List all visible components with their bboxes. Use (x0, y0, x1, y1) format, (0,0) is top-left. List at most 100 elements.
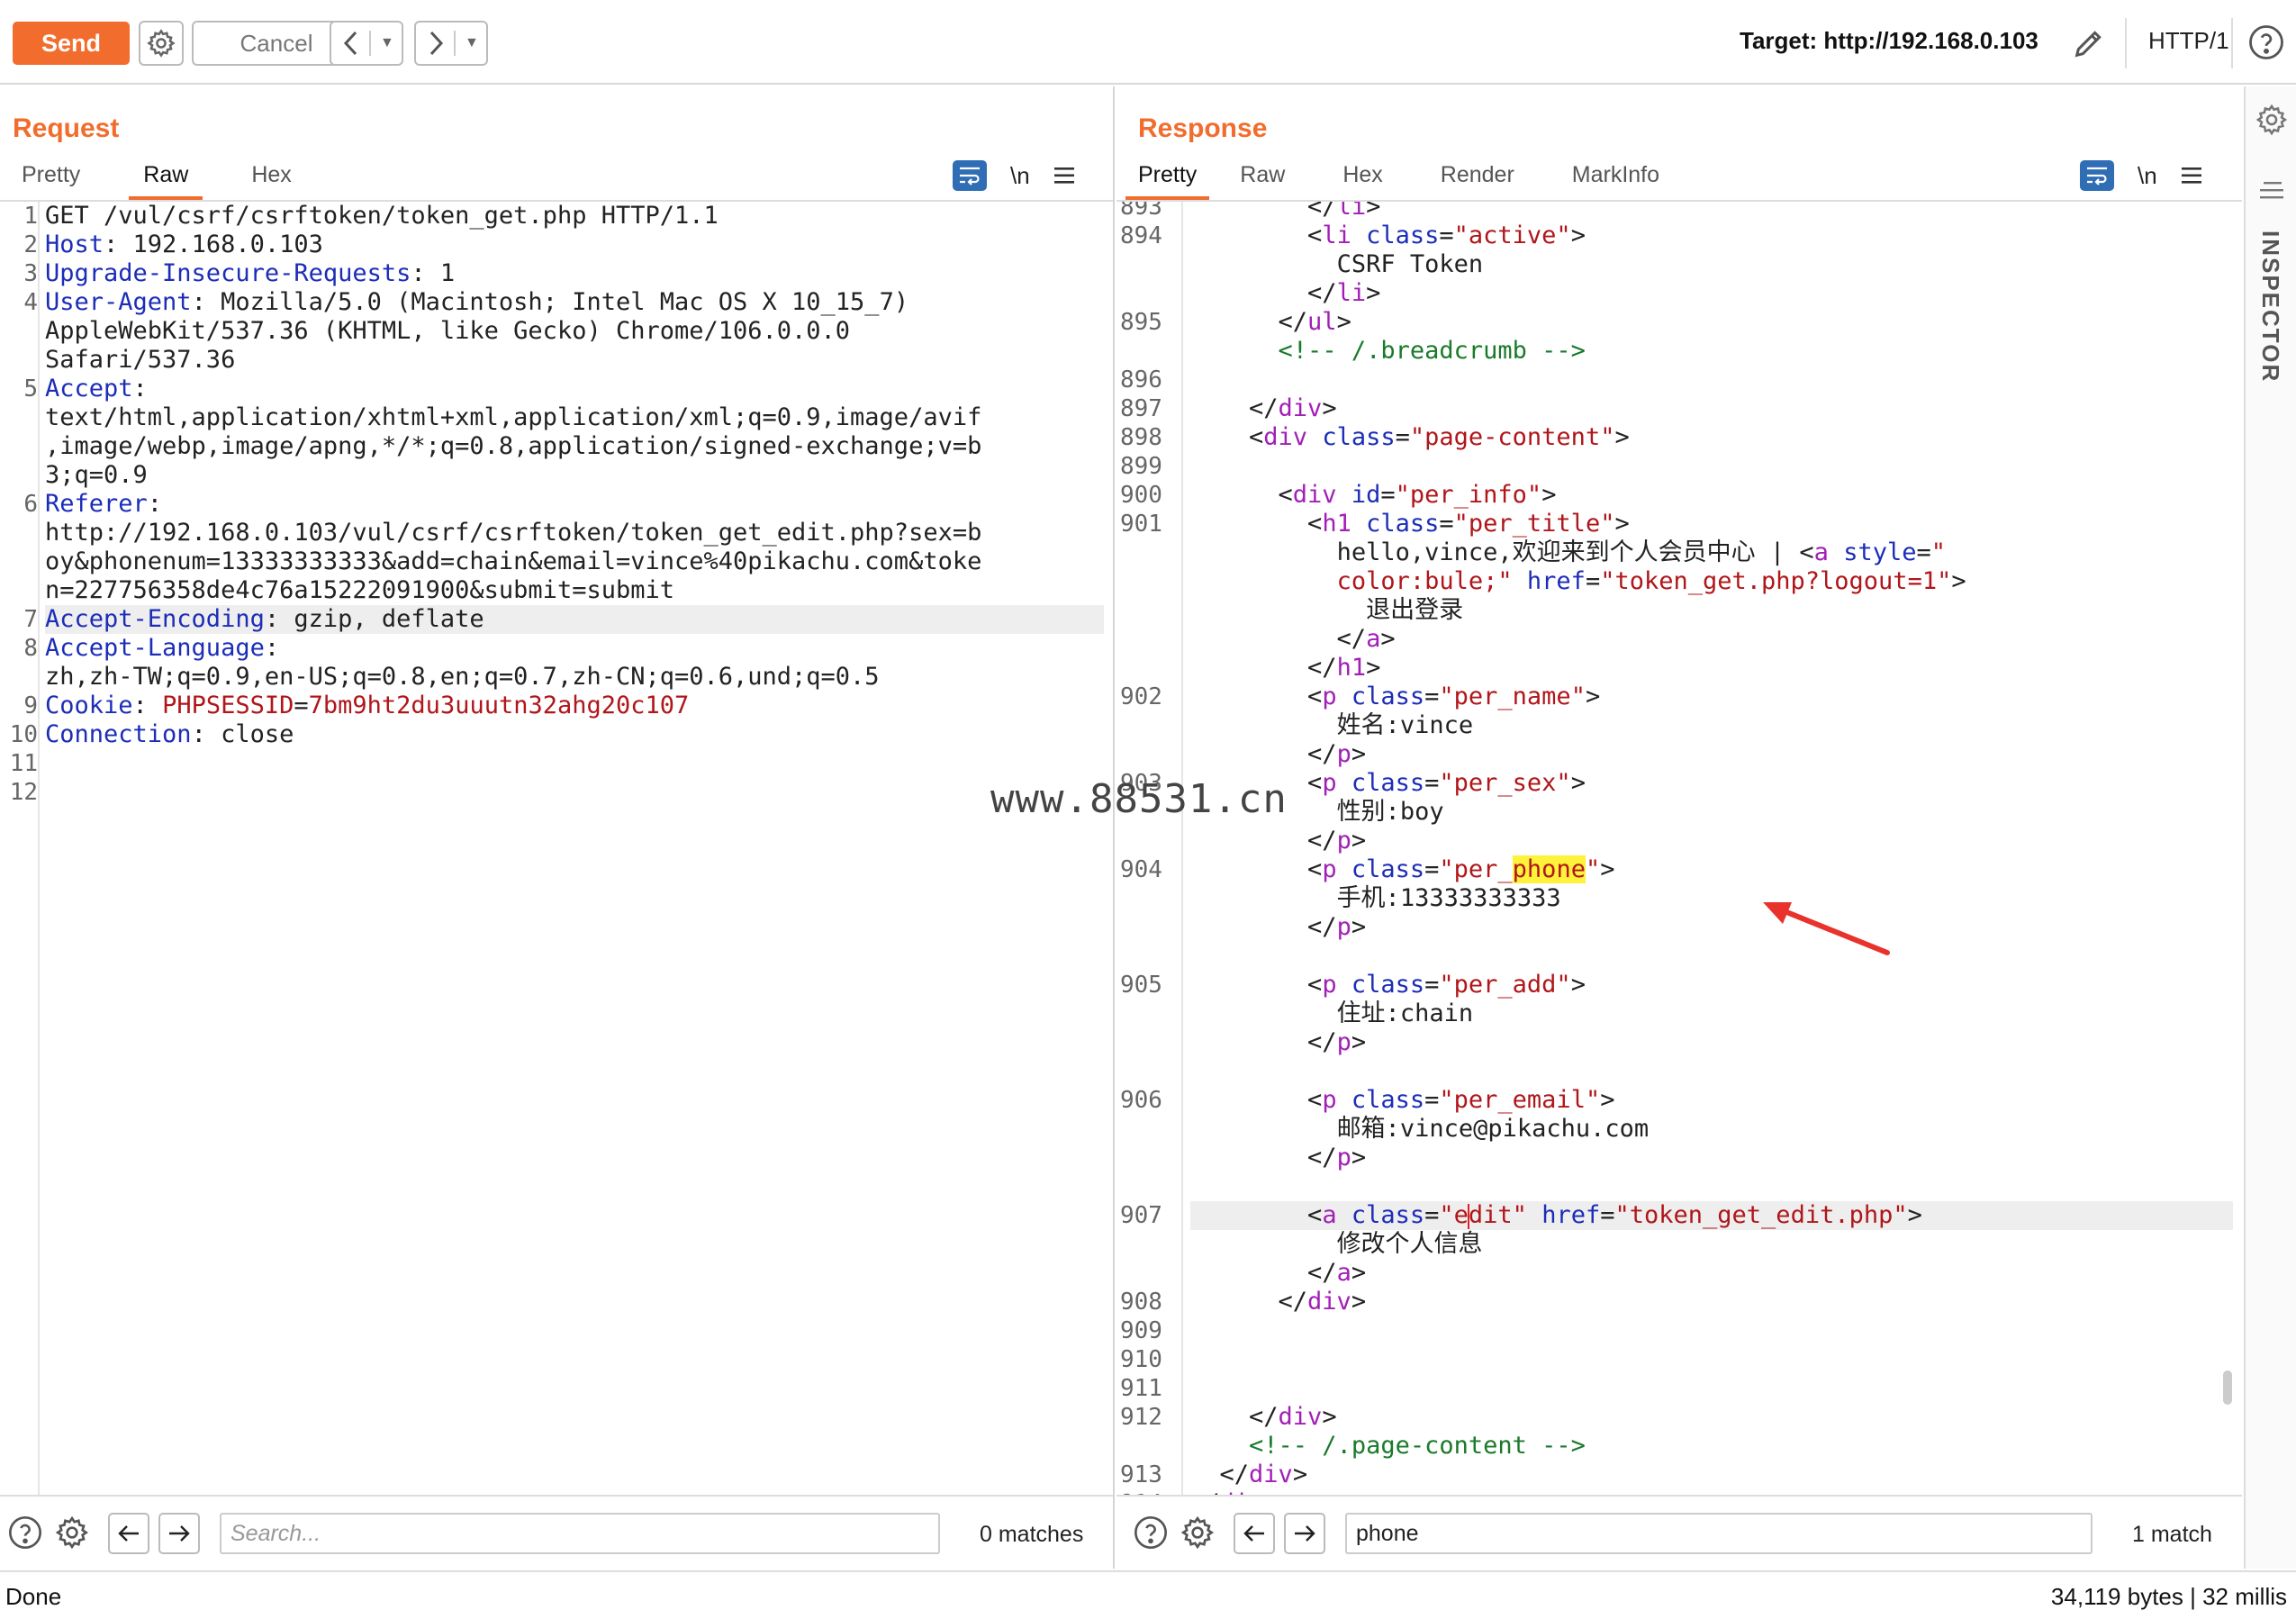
code-text: oy&phonenum=13333333333&add=chain&email=… (45, 547, 982, 575)
code-line: </p> (1190, 1028, 1367, 1056)
code-text: zh,zh-TW;q=0.9,en-US;q=0.8,en;q=0.7,zh-C… (45, 663, 880, 691)
code-line: Connection: close (45, 720, 1104, 749)
line-number: 898 (1120, 424, 1162, 451)
word-wrap-toggle[interactable] (2080, 160, 2114, 191)
menu-icon[interactable] (2181, 166, 2202, 185)
header-name: Upgrade-Insecure-Requests (45, 259, 411, 287)
dropdown-arrow-icon[interactable]: ▼ (465, 35, 479, 50)
help-icon[interactable] (7, 1515, 43, 1551)
code-line: <!-- /.page-content --> (1190, 1432, 2233, 1461)
newline-toggle[interactable]: \n (2138, 161, 2157, 189)
line-number: 12 (9, 779, 38, 806)
match-count: 1 match (2132, 1522, 2212, 1547)
dropdown-arrow-icon[interactable]: ▼ (380, 35, 394, 50)
forward-button[interactable]: ▼ (414, 21, 488, 66)
code-text: : gzip, deflate (264, 605, 484, 633)
send-button[interactable]: Send (13, 22, 130, 65)
previous-match-button[interactable] (1234, 1513, 1275, 1554)
settings-button[interactable] (139, 21, 184, 66)
gear-icon[interactable] (1180, 1515, 1216, 1551)
line-number: 2 (23, 231, 38, 258)
tab-hex[interactable]: Hex (251, 162, 292, 187)
code-line: Upgrade-Insecure-Requests: 1 (45, 259, 1104, 288)
tab-pretty[interactable]: Pretty (22, 162, 81, 187)
tab-pretty[interactable]: Pretty (1125, 158, 1210, 200)
tab-raw[interactable]: Raw (129, 158, 203, 200)
previous-match-button[interactable] (108, 1513, 149, 1554)
http-version-selector[interactable]: HTTP/1 (2148, 27, 2229, 54)
next-match-button[interactable] (158, 1513, 200, 1554)
tab-render[interactable]: Render (1440, 162, 1514, 187)
next-match-button[interactable] (1284, 1513, 1325, 1554)
code-line: 姓名:vince (1190, 711, 2233, 740)
tab-raw[interactable]: Raw (1240, 162, 1286, 187)
header-name: User-Agent (45, 288, 192, 316)
back-button[interactable]: ▼ (330, 21, 403, 66)
status-text: Done (5, 1583, 62, 1610)
gear-icon[interactable] (54, 1515, 90, 1551)
line-number: 900 (1120, 482, 1162, 509)
line-number: 7 (23, 606, 38, 633)
code-line: </li> (1190, 279, 1381, 307)
text-node: 修改个人信息 (1336, 1230, 1483, 1258)
inspector-label[interactable]: INSPECTOR (2257, 231, 2284, 384)
code-line (1190, 452, 2233, 481)
code-line: </p> (1190, 913, 1367, 941)
code-line: 3;q=0.9 (45, 461, 1104, 490)
divider (2125, 18, 2127, 68)
code-line (1190, 366, 2233, 394)
code-text: text/html,application/xhtml+xml,applicat… (45, 403, 982, 431)
pencil-icon[interactable] (2071, 25, 2107, 61)
code-text: : Mozilla/5.0 (Macintosh; Intel Mac OS X… (191, 288, 909, 316)
menu-icon[interactable] (1053, 166, 1075, 185)
code-line: 性别:boy (1190, 798, 2233, 827)
text-node: CSRF Token (1336, 250, 1484, 278)
newline-toggle[interactable]: \n (1010, 161, 1030, 189)
code-line: </div> (1190, 394, 1337, 422)
code-text: : (132, 375, 148, 402)
code-line: Accept-Language: (45, 634, 1104, 663)
text-node: 性别:boy (1336, 798, 1444, 826)
help-icon[interactable] (2247, 23, 2285, 61)
word-wrap-toggle[interactable] (953, 160, 987, 191)
header-name: Host (45, 231, 104, 258)
code-line (1190, 942, 2233, 971)
code-line: <p class="per_name"> (1190, 683, 1601, 710)
code-text: 3;q=0.9 (45, 461, 148, 489)
code-line: </p> (1190, 740, 1367, 768)
line-number: 894 (1120, 222, 1162, 249)
code-line: http://192.168.0.103/vul/csrf/csrftoken/… (45, 519, 1104, 547)
cookie-value: 7bm9ht2du3uuutn32ahg20c107 (308, 692, 690, 719)
code-line: <!-- /.breadcrumb --> (1190, 337, 2233, 366)
code-line: hello,vince,欢迎来到个人会员中心 | <a style=" (1336, 538, 1947, 566)
response-tabs: Pretty Raw Hex Render MarkInfo (1125, 158, 1667, 200)
code-line: </p> (1190, 827, 1367, 855)
divider (1116, 200, 2242, 202)
line-number: 912 (1120, 1404, 1162, 1431)
gear-icon[interactable] (2255, 103, 2289, 137)
header-name: Accept (45, 375, 133, 402)
search-input[interactable] (220, 1513, 940, 1554)
code-text: : close (191, 720, 294, 748)
code-line: Cookie: PHPSESSID=7bm9ht2du3uuutn32ahg20… (45, 692, 1104, 720)
response-scrollbar-thumb[interactable] (2223, 1370, 2232, 1405)
help-icon[interactable] (1133, 1515, 1169, 1551)
response-editor-tools: \n (2080, 160, 2202, 191)
request-editor-tools: \n (953, 160, 1075, 191)
tab-markinfo[interactable]: MarkInfo (1571, 162, 1660, 187)
tab-hex[interactable]: Hex (1342, 162, 1383, 187)
search-input[interactable] (1345, 1513, 2093, 1554)
code-line: ,image/webp,image/apng,*/*;q=0.8,applica… (45, 432, 1104, 461)
header-name: Accept-Encoding (45, 605, 265, 633)
code-line: 退出登录 (1190, 596, 2233, 625)
code-line: GET /vul/csrf/csrftoken/token_get.php HT… (45, 202, 1104, 231)
line-number: 911 (1120, 1375, 1162, 1402)
inspector-sidebar[interactable]: INSPECTOR (2244, 86, 2296, 1569)
line-number: 11 (9, 750, 38, 777)
response-editor[interactable]: 893 </li>894 <li class="active"> CSRF To… (1116, 202, 2242, 1495)
code-line: </div> (1190, 1461, 1308, 1488)
line-number: 897 (1120, 395, 1162, 422)
